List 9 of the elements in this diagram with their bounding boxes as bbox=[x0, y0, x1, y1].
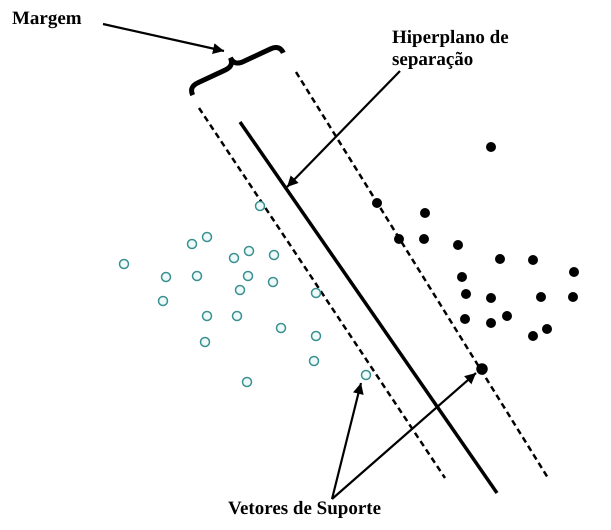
callout-text: Margem bbox=[12, 8, 102, 30]
leader-arrow bbox=[102, 22, 224, 54]
callout-text: Vetores de Suporte bbox=[228, 498, 428, 520]
margin-brace bbox=[189, 45, 286, 96]
callout-text: Hiperplano de separação bbox=[392, 27, 510, 71]
leader-arrow bbox=[286, 70, 401, 188]
leader-arrow bbox=[330, 382, 364, 500]
hyperplane-line bbox=[238, 121, 498, 494]
leader-arrow bbox=[331, 372, 477, 500]
